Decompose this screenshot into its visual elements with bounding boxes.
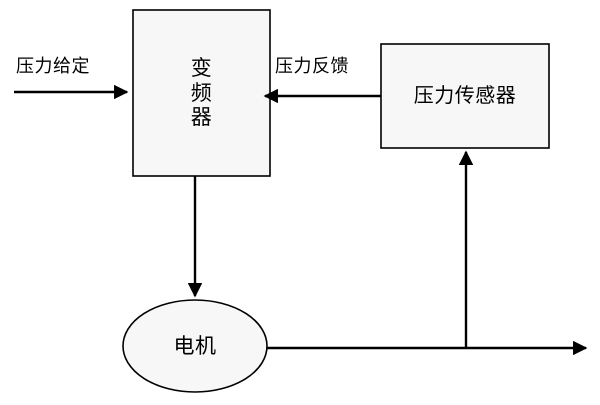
edge-label-setpoint: 压力给定: [16, 56, 90, 77]
node-vfd-shape: [132, 9, 271, 177]
node-motor-shape: [122, 299, 268, 393]
edge-label-feedback: 压力反馈: [275, 56, 349, 77]
node-sensor-shape: [380, 43, 550, 149]
